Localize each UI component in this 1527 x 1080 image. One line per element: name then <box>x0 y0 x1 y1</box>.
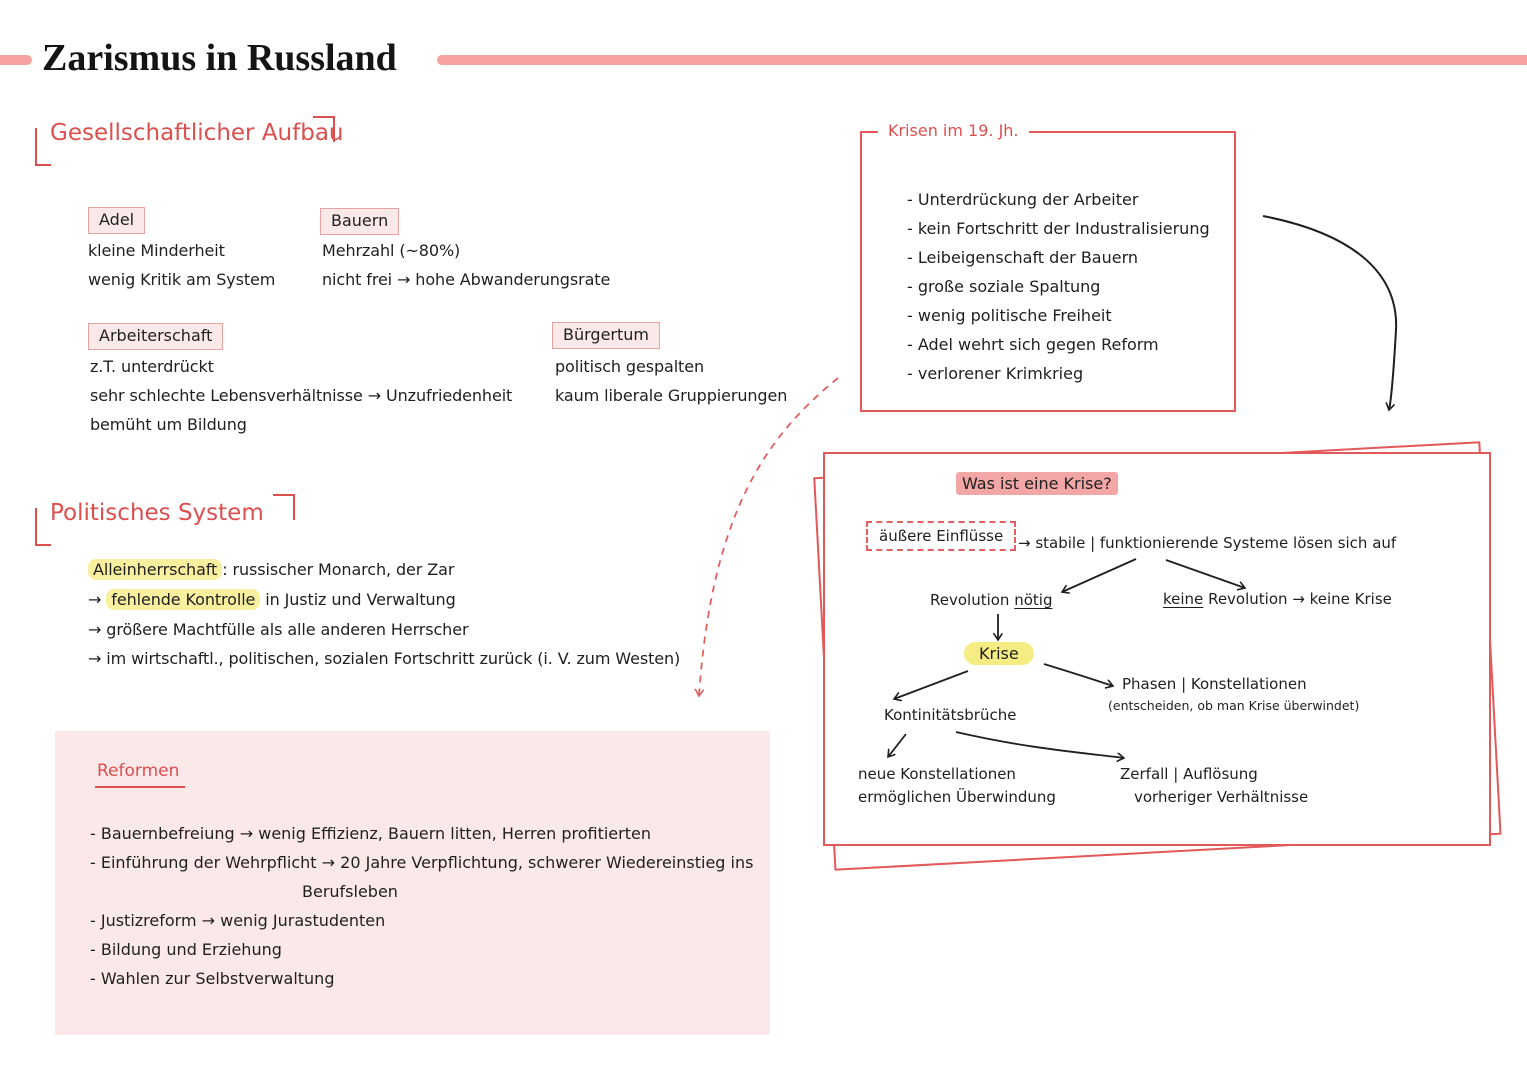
krisen-item: - große soziale Spaltung <box>907 277 1101 296</box>
diagram-text: neue Konstellationen <box>858 765 1016 783</box>
note-line: sehr schlechte Lebensverhältnisse → Unzu… <box>90 386 513 405</box>
krisen-item: - kein Fortschritt der Industralisierung <box>907 219 1210 238</box>
diagram-node-krise: Krise <box>964 642 1034 665</box>
group-label-buergertum: Bürgertum <box>552 322 660 349</box>
note-text: : russischer Monarch, der Zar <box>222 560 455 579</box>
highlighted-term: Alleinherrschaft <box>88 559 223 580</box>
corner-bracket-icon <box>35 508 51 546</box>
reformen-box: Reformen - Bauernbefreiung → wenig Effiz… <box>55 731 770 1035</box>
diagram-text: Zerfall | Auflösung <box>1120 765 1258 783</box>
group-label-arbeiterschaft: Arbeiterschaft <box>88 323 224 350</box>
diagram-node-revolution: Revolution nötig <box>930 591 1052 609</box>
page-title: Zarismus in Russland <box>42 37 397 79</box>
corner-bracket-icon <box>313 116 335 142</box>
diagram-node-phasen: Phasen | Konstellationen <box>1122 675 1307 693</box>
reformen-heading: Reformen <box>95 761 186 788</box>
note-line: wenig Kritik am System <box>88 270 276 289</box>
section-heading: Politisches System <box>50 500 264 526</box>
underlined-term: keine <box>1163 590 1204 608</box>
diagram-node-systeme: → stabile | funktionierende Systeme löse… <box>1018 534 1397 552</box>
diagram-text: ermöglichen Überwindung <box>858 788 1056 806</box>
title-rule-left <box>0 55 32 65</box>
diagram-node-keine-revolution: keine Revolution → keine Krise <box>1163 590 1392 608</box>
diagram-node-kontinuitaet: Kontinitätsbrüche <box>884 706 1017 724</box>
note-line: → größere Machtfülle als alle anderen He… <box>88 620 469 639</box>
reform-item: - Bildung und Erziehung <box>90 940 282 959</box>
note-text: in Justiz und Verwaltung <box>260 590 456 609</box>
diagram-node-zerfall: Zerfall | Auflösung vorheriger Verhältni… <box>1120 763 1308 809</box>
section-gesellschaft-header: Gesellschaftlicher Aufbau <box>35 112 344 167</box>
corner-bracket-icon <box>273 494 295 520</box>
krise-highlight: Krise <box>964 642 1034 665</box>
diagram-box <box>823 452 1491 846</box>
underlined-term: nötig <box>1014 591 1053 609</box>
reform-item: - Wahlen zur Selbstverwaltung <box>90 969 335 988</box>
note-line: z.T. unterdrückt <box>90 357 214 376</box>
title-rule-right <box>437 55 1527 65</box>
note-line: politisch gespalten <box>555 357 705 376</box>
note-line: Alleinherrschaft: russischer Monarch, de… <box>88 559 455 580</box>
krisen-item: - verlorener Krimkrieg <box>907 364 1084 383</box>
highlighted-term: fehlende Kontrolle <box>106 589 261 610</box>
curved-arrow-krisen-to-diagram <box>1262 215 1398 410</box>
note-line: → im wirtschaftl., politischen, sozialen… <box>88 649 681 668</box>
corner-bracket-icon <box>35 128 51 166</box>
diagram-node-neue: neue Konstellationen ermöglichen Überwin… <box>858 763 1056 809</box>
krisen-item: - Leibeigenschaft der Bauern <box>907 248 1139 267</box>
section-heading: Gesellschaftlicher Aufbau <box>50 120 344 146</box>
krisen-box-title: Krisen im 19. Jh. <box>878 121 1029 140</box>
diagram-text: Revolution → keine Krise <box>1203 590 1392 608</box>
diagram-title-text: Was ist eine Krise? <box>956 472 1118 495</box>
diagram-text: Revolution <box>930 591 1015 609</box>
diagram-title: Was ist eine Krise? <box>956 472 1118 495</box>
group-label-bauern: Bauern <box>320 208 400 235</box>
note-line: Mehrzahl (~80%) <box>322 241 461 260</box>
diagram-node-phasen-sub: (entscheiden, ob man Krise überwindet) <box>1108 698 1360 713</box>
reform-item: - Justizreform → wenig Jurastudenten <box>90 911 386 930</box>
reform-item-continuation: Berufsleben <box>302 882 398 901</box>
diagram-node-einfluesse: äußere Einflüsse <box>866 521 1017 551</box>
krisen-box: Krisen im 19. Jh. - Unterdrückung der Ar… <box>860 121 1236 412</box>
krisen-item: - Unterdrückung der Arbeiter <box>907 190 1139 209</box>
note-line: bemüht um Bildung <box>90 415 247 434</box>
section-politik-header: Politisches System <box>35 492 315 547</box>
note-line: kleine Minderheit <box>88 241 225 260</box>
krisen-item: - Adel wehrt sich gegen Reform <box>907 335 1159 354</box>
krisen-item: - wenig politische Freiheit <box>907 306 1112 325</box>
arrow-glyph: → <box>88 590 107 609</box>
reform-item: - Bauernbefreiung → wenig Effizienz, Bau… <box>90 824 651 843</box>
note-line: kaum liberale Gruppierungen <box>555 386 788 405</box>
note-line: nicht frei → hohe Abwanderungsrate <box>322 270 611 289</box>
diagram-text: vorheriger Verhältnisse <box>1134 788 1309 806</box>
group-label-adel: Adel <box>88 207 146 234</box>
note-line: → fehlende Kontrolle in Justiz und Verwa… <box>88 589 456 610</box>
reform-item: - Einführung der Wehrpflicht → 20 Jahre … <box>90 853 754 872</box>
